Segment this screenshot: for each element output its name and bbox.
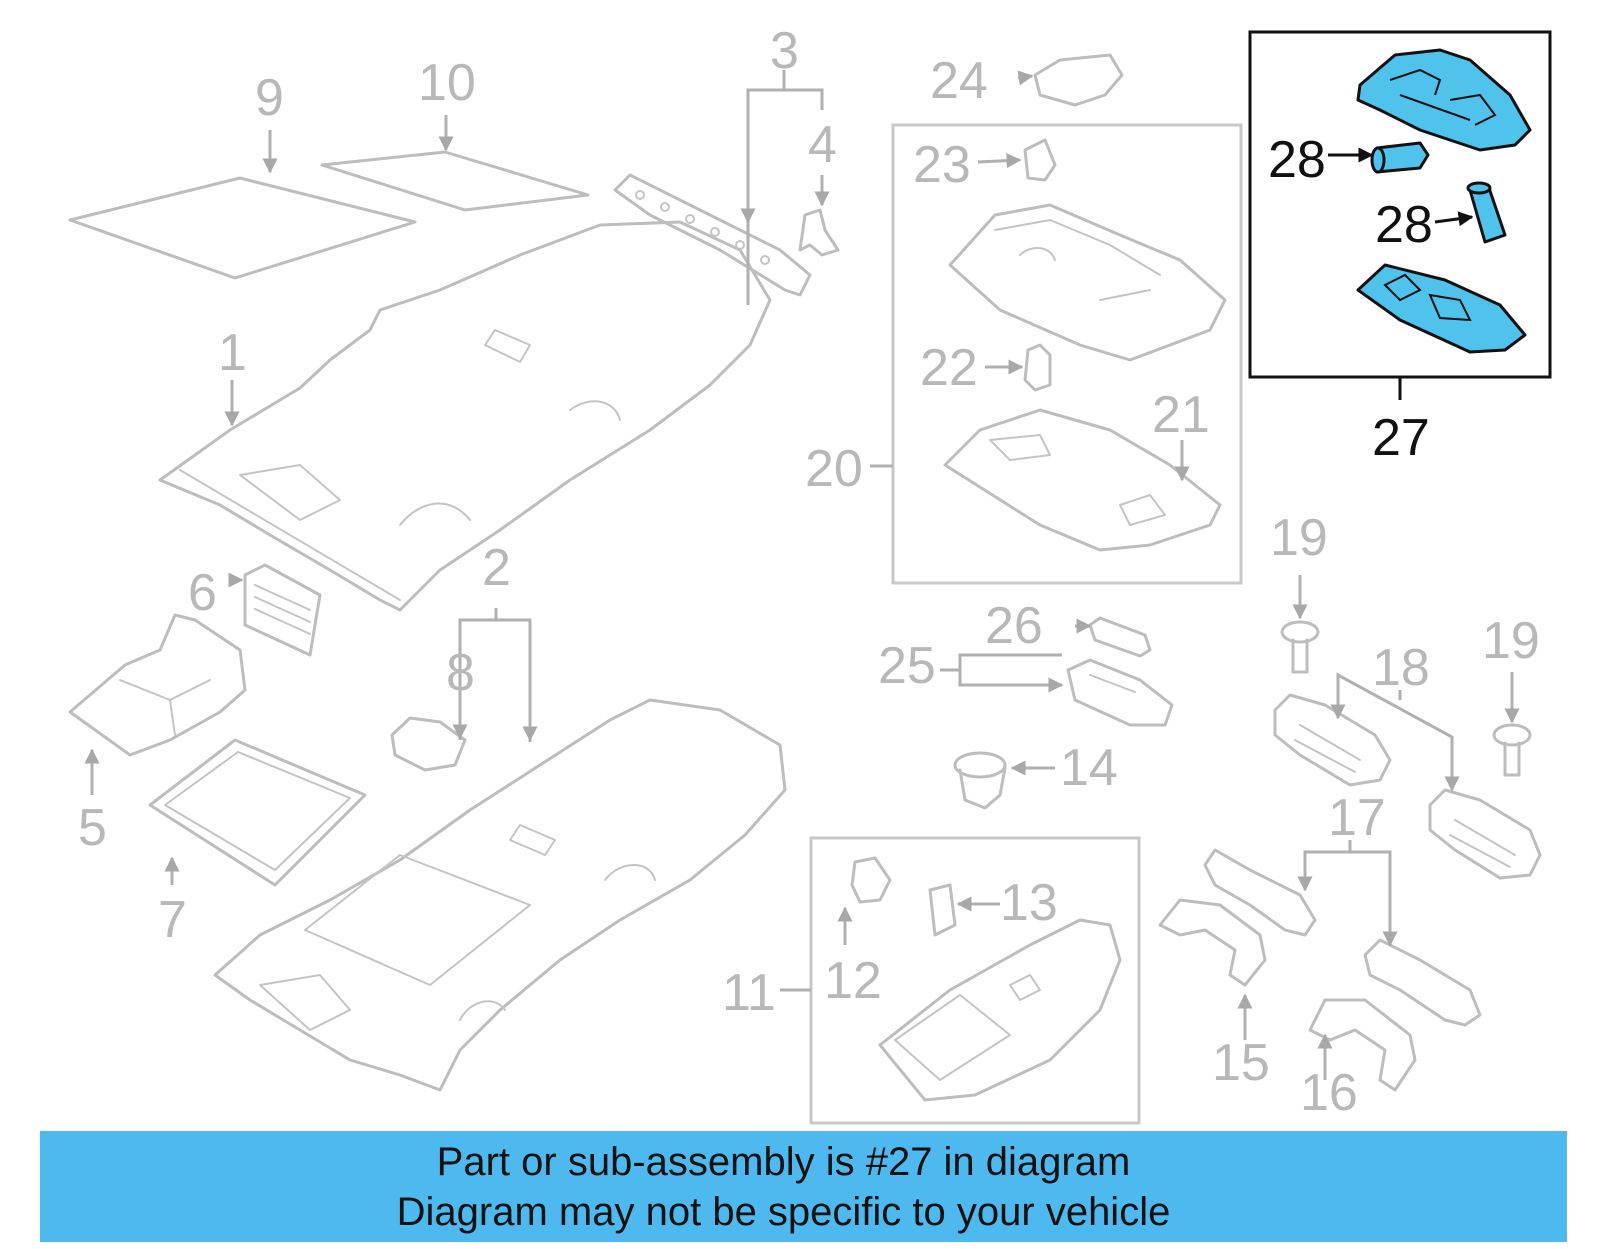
- callout-9: 9: [255, 69, 284, 127]
- callout-28-a: 28: [1268, 131, 1326, 189]
- caption-line-2: Diagram may not be specific to your vehi…: [396, 1190, 1171, 1234]
- leader-lines: [84, 70, 1520, 1080]
- assembly-27-highlight: 27 28 28: [1248, 30, 1552, 467]
- part-25-lamp: [1066, 658, 1174, 727]
- callout-6: 6: [188, 564, 217, 622]
- caption-banner: Part or sub-assembly is #27 in diagram D…: [40, 1131, 1567, 1242]
- callout-19-b: 19: [1482, 612, 1540, 670]
- callout-10: 10: [418, 54, 476, 112]
- part-28-bulb-a: [1370, 141, 1430, 174]
- part-15-grab-handle: [1158, 898, 1267, 987]
- callout-4: 4: [808, 116, 837, 174]
- part-26-bulb: [1088, 616, 1152, 658]
- callout-17: 17: [1328, 789, 1386, 847]
- callout-13: 13: [1000, 874, 1058, 932]
- part-3-trim-strip: [613, 173, 812, 297]
- part-7-sunroof-seal: [148, 738, 367, 887]
- callout-labels: 9 10 3 4 1 24 23 22 21 20 6 2 8 5 7 26 2…: [78, 22, 1540, 1122]
- part-4-clip: [798, 208, 840, 257]
- part-17-bracket-a: [1203, 848, 1317, 937]
- callout-14: 14: [1060, 739, 1118, 797]
- part-18-bracket-a: [1273, 693, 1392, 787]
- part-5-console: [68, 613, 247, 757]
- part-16-grab-handle: [1308, 998, 1417, 1092]
- caption-line-1: Part or sub-assembly is #27 in diagram: [436, 1140, 1131, 1184]
- part-14-grommet: [953, 751, 1007, 810]
- part-9-sunroof-panel: [68, 176, 417, 280]
- callout-22: 22: [920, 339, 978, 397]
- part-6-vent: [243, 563, 322, 657]
- callout-21: 21: [1152, 386, 1210, 444]
- map-lamp-housing: [948, 203, 1227, 362]
- callout-2: 2: [482, 539, 511, 597]
- assembly-11-box: [809, 836, 1141, 1125]
- callout-27: 27: [1372, 409, 1430, 467]
- callout-8: 8: [446, 644, 475, 702]
- part-28-bulb-b: [1466, 181, 1507, 244]
- part-18-bracket-b: [1428, 788, 1542, 880]
- callout-12: 12: [824, 952, 882, 1010]
- part-8-clip: [390, 716, 467, 772]
- callout-11: 11: [722, 964, 776, 1022]
- part-13-clip: [928, 883, 957, 937]
- callout-7: 7: [158, 891, 187, 949]
- callout-25: 25: [878, 637, 936, 695]
- callout-23: 23: [913, 136, 971, 194]
- callout-3: 3: [770, 22, 799, 80]
- part-22-bulb: [1023, 343, 1052, 392]
- callout-18: 18: [1372, 639, 1430, 697]
- callout-15: 15: [1212, 1034, 1270, 1092]
- assembly-20-box: [891, 123, 1243, 585]
- part-19-screw-b: [1492, 723, 1532, 777]
- part-10-panel: [320, 150, 590, 212]
- callout-24: 24: [930, 52, 988, 110]
- part-19-screw-a: [1280, 620, 1320, 674]
- part-1-headliner: [158, 220, 772, 612]
- callout-26: 26: [985, 597, 1043, 655]
- part-21-lamp-cover: [943, 408, 1222, 552]
- callout-5: 5: [78, 799, 107, 857]
- sun-visor: [878, 918, 1122, 1102]
- callout-16: 16: [1300, 1064, 1358, 1122]
- callout-1: 1: [218, 324, 247, 382]
- part-27-lamp-lens: [1356, 263, 1527, 354]
- part-23-bulb-socket: [1023, 138, 1057, 182]
- part-24-connector: [1033, 53, 1124, 107]
- part-12-clip: [850, 856, 892, 904]
- callout-20: 20: [805, 440, 863, 498]
- callout-28-b: 28: [1375, 196, 1433, 254]
- part-2-headliner-sunroof: [213, 698, 787, 1092]
- part-27-lamp-housing: [1356, 48, 1532, 152]
- part-17-bracket-b: [1363, 938, 1482, 1027]
- callout-19-a: 19: [1270, 509, 1328, 567]
